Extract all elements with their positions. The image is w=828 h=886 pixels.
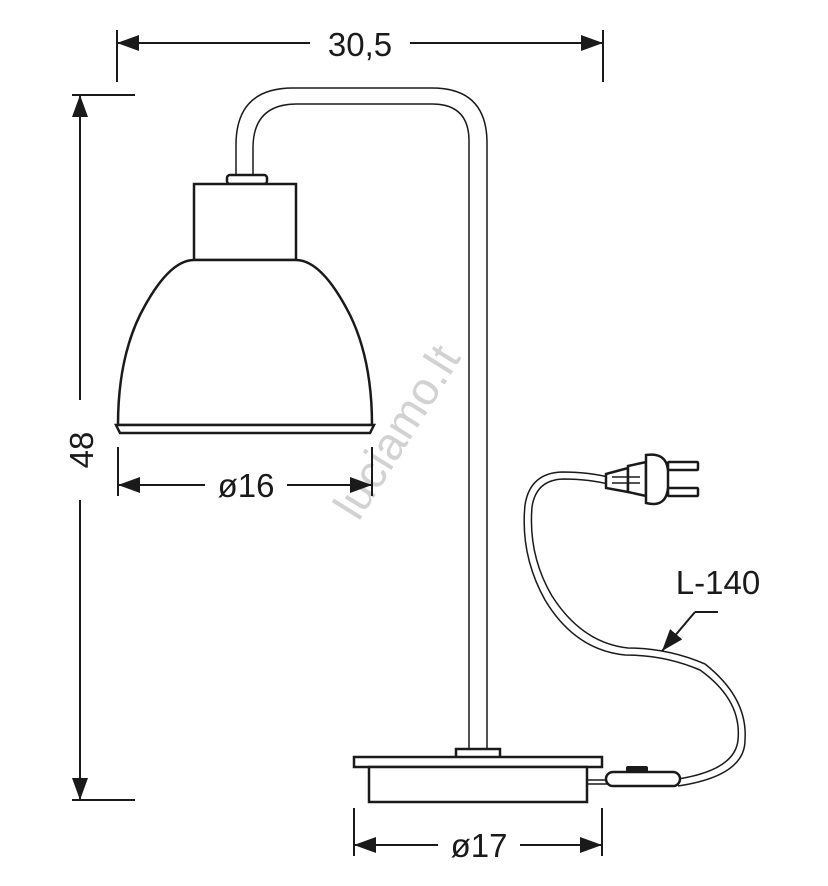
cable-length-label: L-140: [676, 564, 760, 601]
lamp-base: [352, 747, 604, 804]
cable-length-callout: L-140: [661, 564, 760, 652]
shade-diameter-label: ø16: [218, 467, 275, 504]
cable-switch: [604, 766, 682, 788]
width-dimension: 30,5: [116, 26, 604, 82]
width-label: 30,5: [328, 26, 392, 63]
base-diameter-dimension: ø17: [353, 808, 603, 864]
base-diameter-label: ø17: [451, 827, 508, 864]
shade-diameter-dimension: ø16: [117, 447, 373, 504]
power-plug: [604, 453, 700, 506]
lamp-shade: [113, 173, 377, 435]
lamp-arm: [235, 87, 488, 757]
height-label: 48: [63, 432, 100, 469]
height-dimension: 48: [63, 94, 135, 801]
power-cable: [523, 471, 746, 787]
